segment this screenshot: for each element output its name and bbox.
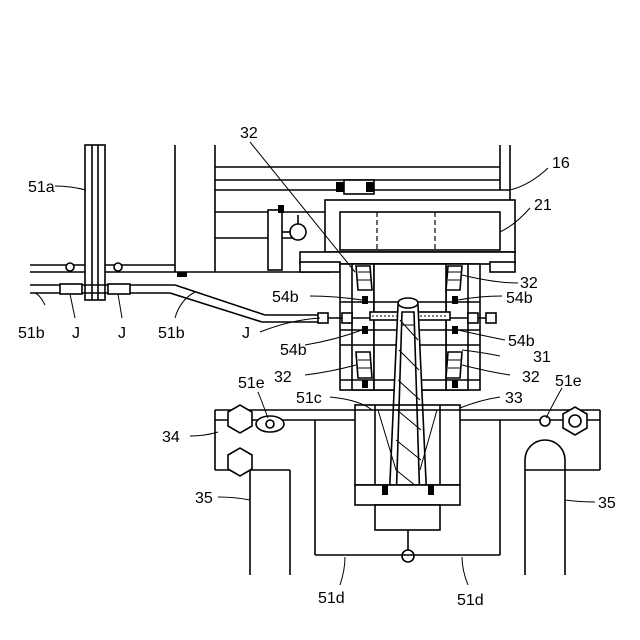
label-21: 21 bbox=[534, 197, 552, 214]
label-35-right: 35 bbox=[598, 495, 616, 512]
label-35-left: 35 bbox=[195, 490, 213, 507]
label-51c: 51c bbox=[296, 390, 322, 407]
label-54b-upper-right: 54b bbox=[506, 290, 533, 307]
label-J-mid: J bbox=[242, 325, 250, 342]
top-flange bbox=[177, 180, 515, 277]
label-51b-left: 51b bbox=[18, 325, 45, 342]
label-32-top: 32 bbox=[240, 125, 258, 142]
label-34: 34 bbox=[162, 429, 180, 446]
label-51e-left: 51e bbox=[238, 375, 265, 392]
label-32-lower-left: 32 bbox=[274, 369, 292, 386]
label-J-left1: J bbox=[72, 325, 80, 342]
label-51a: 51a bbox=[28, 179, 55, 196]
label-54b-lower-right: 54b bbox=[508, 333, 535, 350]
label-33: 33 bbox=[505, 390, 523, 407]
label-51d-left: 51d bbox=[318, 590, 345, 607]
label-16: 16 bbox=[552, 155, 570, 172]
label-51b-mid: 51b bbox=[158, 325, 185, 342]
label-51d-right: 51d bbox=[457, 592, 484, 609]
reference-labels: 51a 32 16 21 32 54b 54b 51b J J 51b J 54… bbox=[18, 125, 616, 609]
label-31: 31 bbox=[533, 349, 551, 366]
label-54b-lower-left: 54b bbox=[280, 342, 307, 359]
vertical-post-51a bbox=[85, 145, 105, 300]
label-51e-right: 51e bbox=[555, 373, 582, 390]
label-54b-upper-left: 54b bbox=[272, 289, 299, 306]
label-J-left2: J bbox=[118, 325, 126, 342]
label-32-lower-right: 32 bbox=[522, 369, 540, 386]
